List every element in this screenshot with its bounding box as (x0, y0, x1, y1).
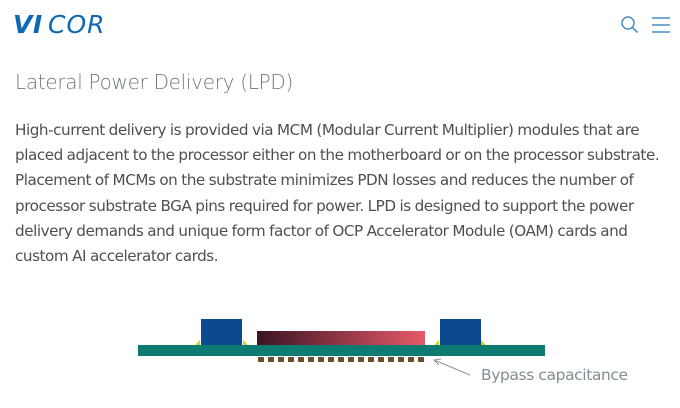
bypass-capacitor (308, 357, 314, 362)
solder-fillet-right-mcm-right (481, 340, 485, 345)
mcm-module-left (201, 319, 242, 345)
bypass-capacitor (418, 357, 424, 362)
bypass-capacitor (318, 357, 324, 362)
bypass-capacitor (298, 357, 304, 362)
lpd-description: High-current delivery is provided via MC… (15, 121, 660, 266)
logo-text-vi: VI (13, 10, 43, 38)
bypass-capacitor (258, 357, 264, 362)
bypass-capacitor (358, 357, 364, 362)
logo-text-cor: COR (48, 10, 106, 38)
bypass-capacitor (348, 357, 354, 362)
vicor-logo-mark: VI COR (13, 10, 106, 38)
menu-button[interactable] (650, 14, 672, 36)
bypass-capacitor (368, 357, 374, 362)
search-button[interactable] (619, 14, 641, 36)
bypass-capacitor (328, 357, 334, 362)
vicor-logo[interactable]: VI COR (13, 10, 138, 38)
site-header: VI COR (0, 0, 680, 50)
solder-fillet-left-mcm-left (196, 340, 200, 345)
bypass-capacitance-label: Bypass capacitance (481, 366, 628, 384)
solder-fillet-left-mcm-right (243, 340, 247, 345)
hamburger-menu-icon (652, 17, 670, 33)
bypass-capacitor (388, 357, 394, 362)
bypass-capacitor (398, 357, 404, 362)
bypass-capacitor (378, 357, 384, 362)
bypass-capacitor (408, 357, 414, 362)
lpd-diagram (138, 319, 545, 376)
search-icon (621, 16, 638, 33)
bypass-capacitor (288, 357, 294, 362)
mcm-module-right (440, 319, 481, 345)
bypass-capacitor (338, 357, 344, 362)
solder-fillet-right-mcm-left (435, 340, 439, 345)
page-title: Lateral Power Delivery (LPD) (15, 70, 293, 94)
processor-package (257, 331, 425, 345)
bypass-capacitor (278, 357, 284, 362)
bypass-capacitor (268, 357, 274, 362)
substrate (138, 345, 545, 356)
bypass-capacitor-row (258, 357, 424, 362)
bypass-leader-arrow (432, 358, 471, 376)
